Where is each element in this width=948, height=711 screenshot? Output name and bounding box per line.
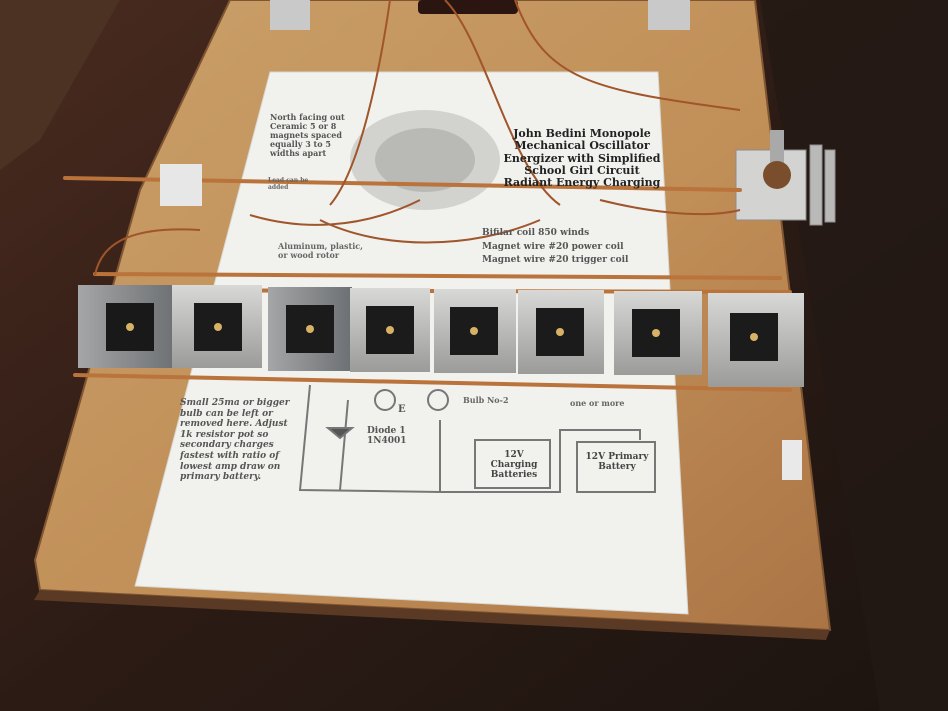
bracket-right — [648, 0, 690, 30]
table-left-top — [0, 0, 120, 170]
primary-battery-label: 12V Primary Battery — [585, 452, 649, 473]
bulb-label: Bulb No-2 — [463, 395, 509, 405]
e-label: E — [398, 404, 406, 415]
table-edge-right — [760, 0, 948, 711]
transistor-modules — [78, 285, 804, 387]
coil-top — [418, 0, 518, 14]
rotor-note: Aluminum, plastic, or wood rotor — [278, 241, 363, 260]
coil-note-3: Magnet wire #20 trigger coil — [482, 255, 629, 265]
paper-title: John Bedini Monopole Mechanical Oscillat… — [503, 127, 661, 190]
coil-note-1: Bifilar coil 850 winds — [482, 228, 590, 238]
circuit-diagram — [298, 384, 656, 494]
magnets-note: North facing out Ceramic 5 or 8 magnets … — [270, 112, 345, 158]
coil-note-2: Magnet wire #20 power coil — [482, 242, 624, 252]
terminal-blocks — [160, 164, 802, 480]
adjustment-note: Small 25ma or bigger bulb can be left or… — [180, 398, 290, 483]
one-more-label: one or more — [570, 398, 625, 408]
potentiometer-assembly — [735, 130, 836, 226]
board-shadow-edge — [34, 590, 830, 640]
charging-batteries-label: 12V Charging Batteries — [490, 450, 538, 481]
wire-bundle — [94, 0, 741, 276]
diode-label: Diode 1 1N4001 — [367, 426, 407, 447]
bracket-left — [270, 0, 310, 30]
lead-note: Lead can be added — [268, 177, 309, 191]
